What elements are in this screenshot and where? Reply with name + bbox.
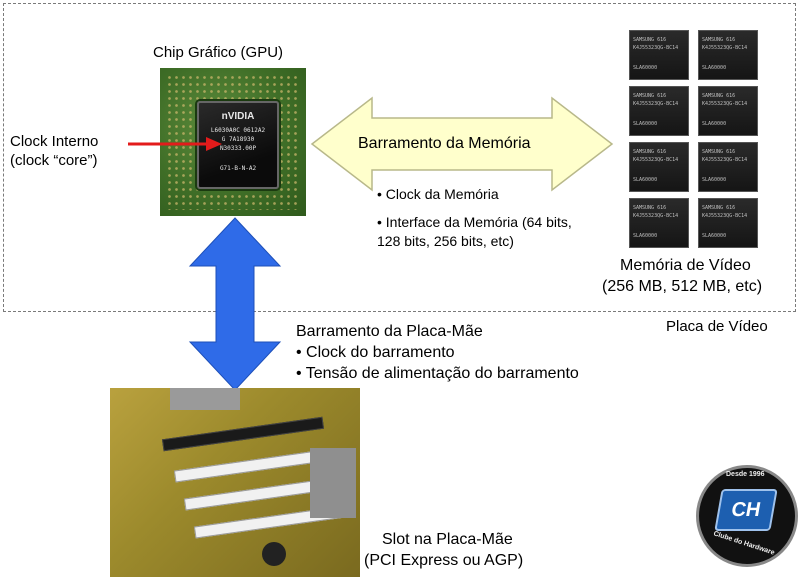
clock-interno-label: Clock Interno [10, 133, 99, 150]
agp-slot [161, 416, 325, 452]
memory-bus-bullet: • Interface da Memória (64 bits, [377, 214, 572, 230]
pci-slot [173, 449, 327, 483]
logo-since: Desde 1996 [726, 471, 765, 478]
memory-chip-marking: K4J55323QG-BC14 [702, 157, 748, 163]
memory-chip-marking: SAMSUNG 616 [702, 37, 736, 43]
memory-chip-marking: K4J55323QG-BC14 [702, 101, 748, 107]
gpu-die: nVIDIA L6030A0C 0612A2 G 7A18930 N30333.… [197, 101, 279, 189]
memory-chip-marking: SAMSUNG 616 [633, 37, 667, 43]
gpu-die-line: G71-B-N-A2 [219, 165, 257, 172]
memory-chip-marking: SLA60000 [633, 233, 658, 239]
memory-chip-marking: SAMSUNG 616 [702, 149, 736, 155]
gpu-die-line: G 7A18930 [221, 136, 255, 143]
memory-chip-marking: SLA60000 [702, 177, 727, 183]
memory-chip-marking: K4J55323QG-BC14 [633, 101, 679, 107]
memory-chip-marking: SLA60000 [702, 121, 727, 127]
video-card-boundary [3, 3, 796, 312]
memory-bus-arrow-shape [310, 96, 614, 192]
heatsink [170, 388, 240, 410]
memory-bus-bullet: • Clock da Memória [377, 186, 499, 202]
memory-title: Memória de Vídeo [620, 257, 751, 274]
memory-chip-marking: K4J55323QG-BC14 [633, 45, 679, 51]
motherboard-bus-arrow-shape [188, 217, 282, 391]
video-card-label: Placa de Vídeo [666, 318, 768, 335]
gpu-title: Chip Gráfico (GPU) [153, 44, 284, 61]
memory-chip-marking: SAMSUNG 616 [633, 149, 667, 155]
memory-chip-marking: SAMSUNG 616 [702, 93, 736, 99]
heatsink [310, 448, 356, 518]
clock-arrow [128, 137, 222, 151]
gpu-die-line: L6030A0C 0612A2 [210, 127, 266, 134]
memory-sizes: (256 MB, 512 MB, etc) [602, 278, 763, 295]
gpu-die-brand: nVIDIA [221, 111, 255, 122]
memory-bus-arrow [310, 96, 614, 192]
memory-chip-marking: SLA60000 [633, 177, 658, 183]
memory-chip-marking: SAMSUNG 616 [633, 205, 667, 211]
memory-bus-bullet: 128 bits, 256 bits, etc) [377, 233, 514, 249]
memory-chip-marking: SLA60000 [633, 65, 658, 71]
clock-arrow-head [206, 137, 222, 151]
clock-core-label: (clock “core”) [10, 152, 98, 169]
memory-bus-label: Barramento da Memória [358, 135, 531, 152]
slot-subtitle: (PCI Express ou AGP) [364, 552, 524, 569]
motherboard-photo [110, 388, 360, 577]
memory-chip-marking: SLA60000 [702, 65, 727, 71]
memory-chip-marking: K4J55323QG-BC14 [633, 213, 679, 219]
memory-chip-marking: SAMSUNG 616 [633, 93, 667, 99]
capacitor [262, 542, 286, 566]
motherboard-bus-arrow [188, 217, 282, 391]
logo-mark: CH [714, 489, 778, 531]
slot-title: Slot na Placa-Mãe [382, 531, 513, 548]
motherboard-bus-bullet: • Clock do barramento [296, 344, 455, 361]
gpu-die-line: N30333.00P [219, 145, 257, 152]
memory-chip-marking: SLA60000 [702, 233, 727, 239]
memory-chip-marking: K4J55323QG-BC14 [702, 213, 748, 219]
memory-chip-marking: K4J55323QG-BC14 [633, 157, 679, 163]
memory-chip-marking: K4J55323QG-BC14 [702, 45, 748, 51]
motherboard-bus-bullet: • Tensão de alimentação do barramento [296, 365, 579, 382]
memory-chip-marking: SAMSUNG 616 [702, 205, 736, 211]
motherboard-bus-title: Barramento da Placa-Mãe [296, 323, 483, 340]
memory-chip-marking: SLA60000 [633, 121, 658, 127]
